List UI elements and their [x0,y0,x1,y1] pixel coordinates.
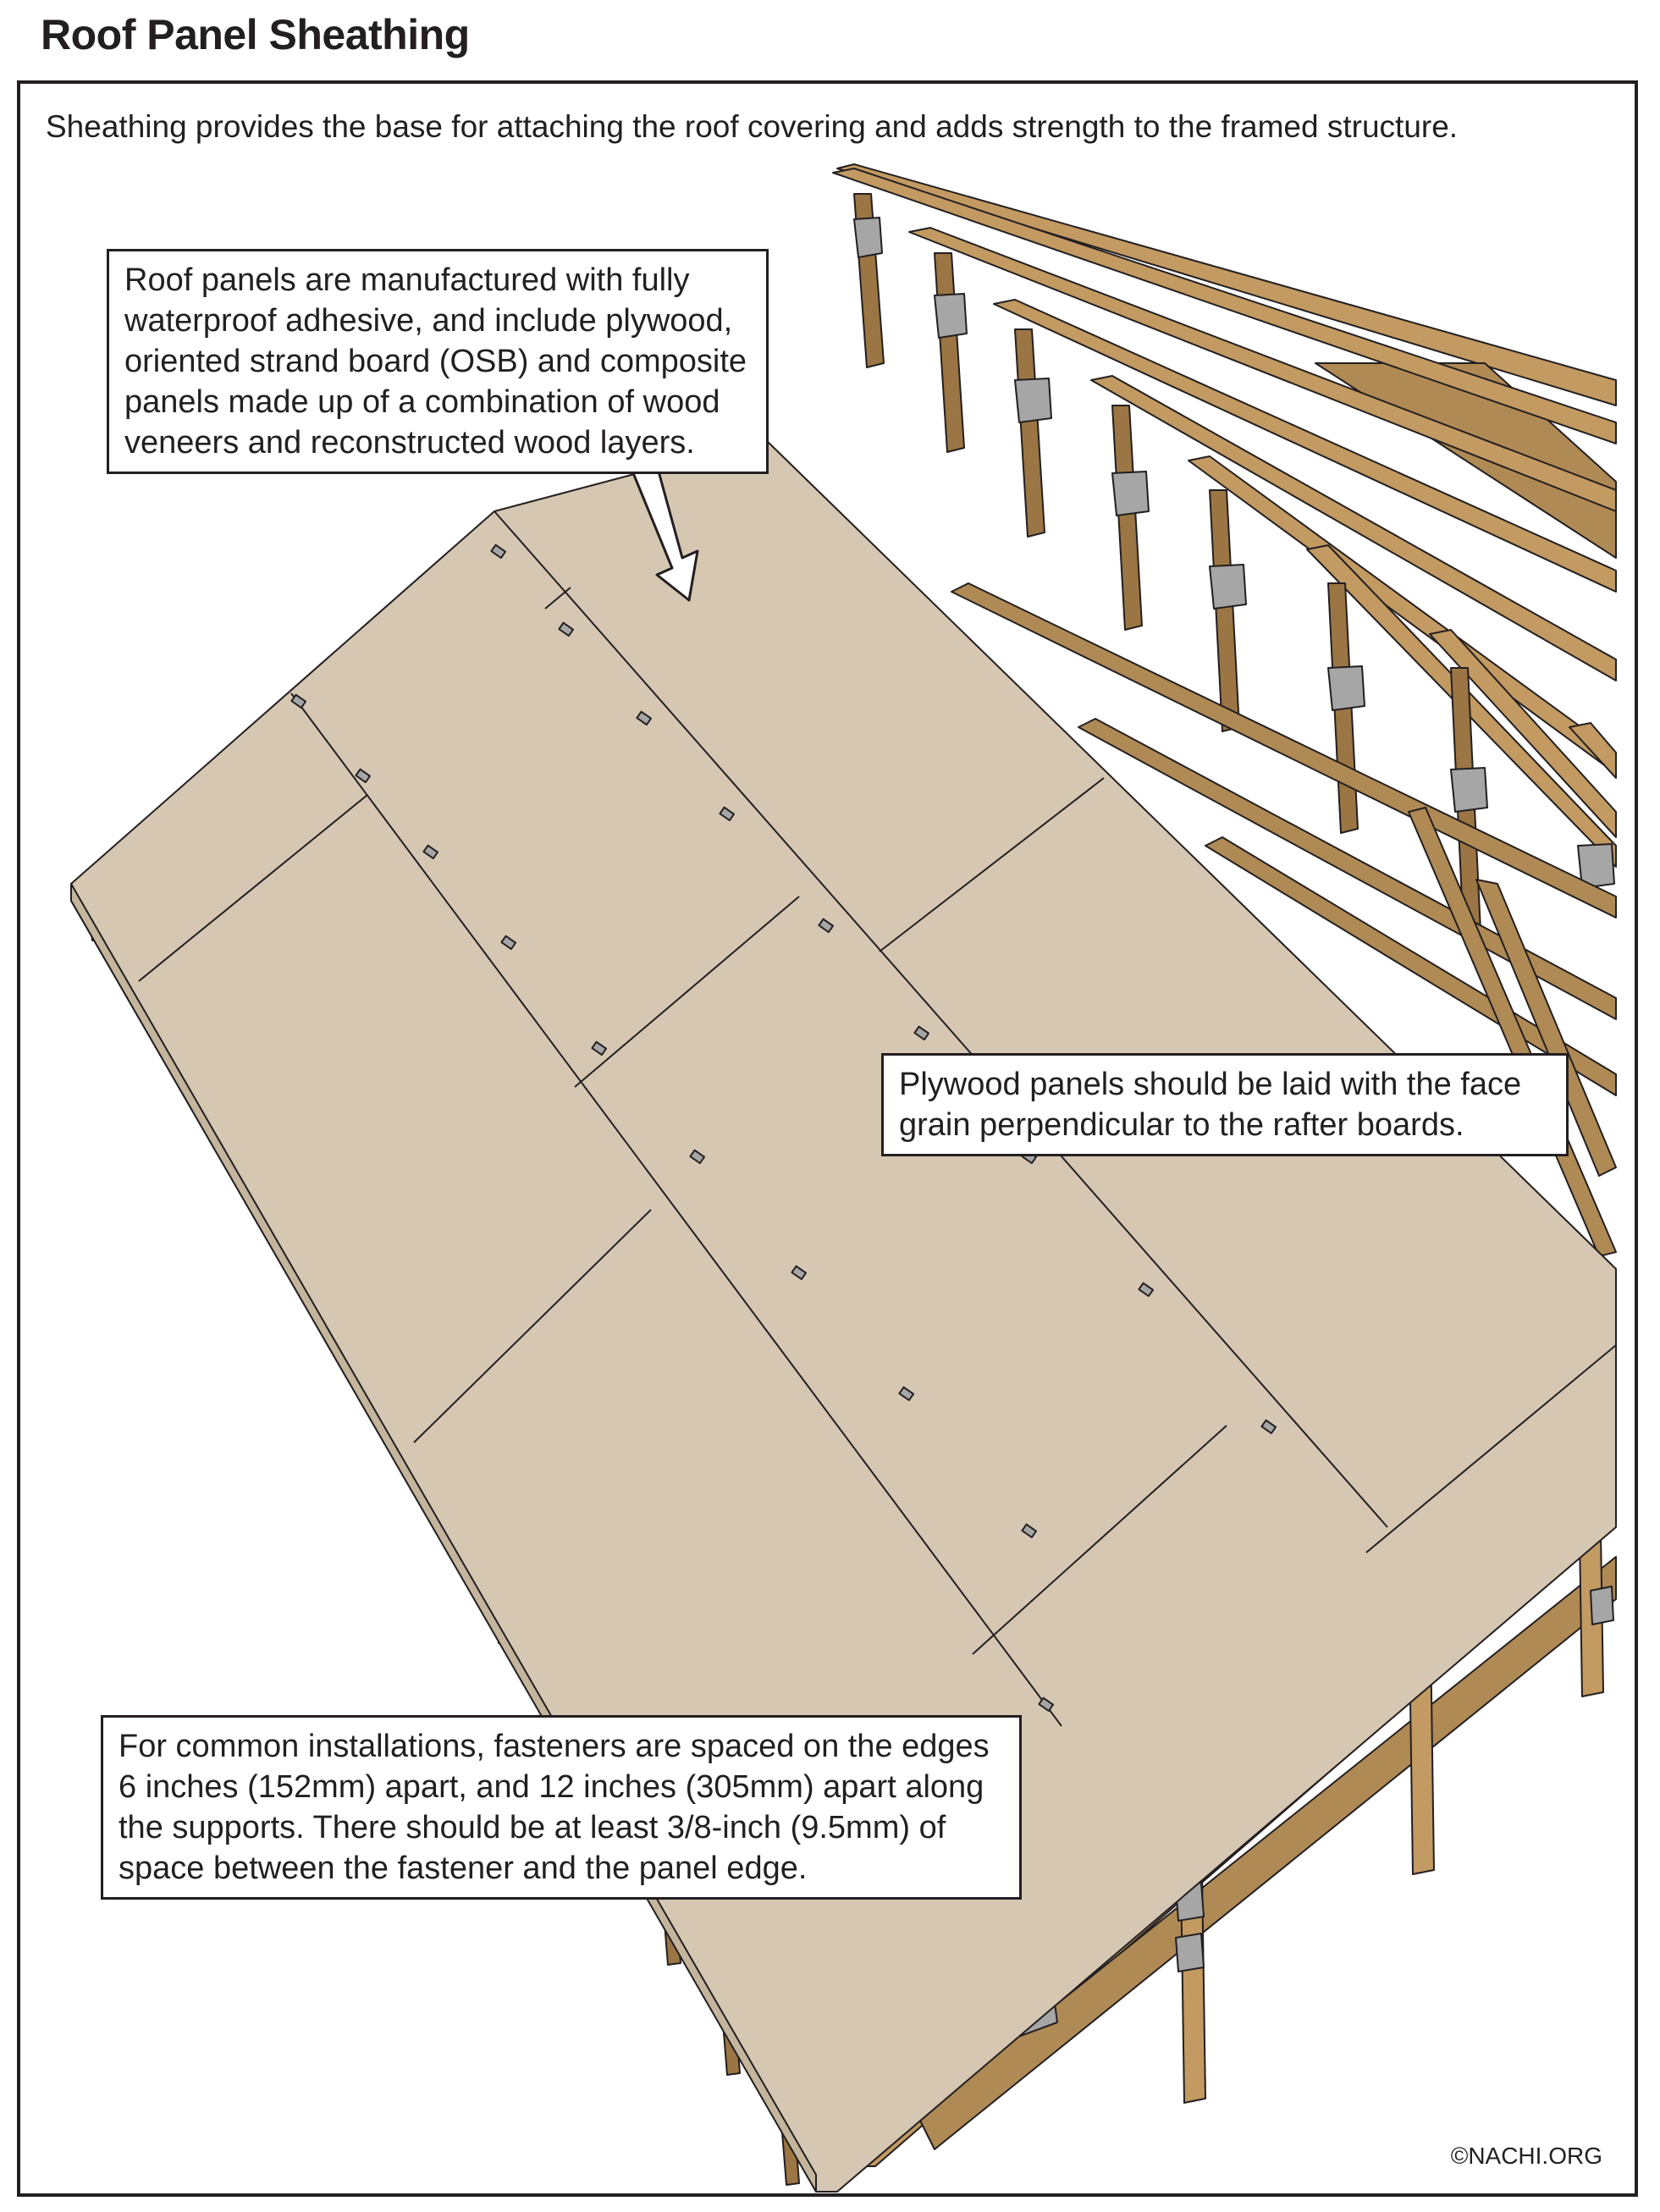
callout-roof-panels: Roof panels are manufactured with fully … [107,249,769,474]
panel-seams [138,510,1617,1727]
subtitle: Sheathing provides the base for attachin… [46,109,1459,144]
page-title: Roof Panel Sheathing [41,11,470,58]
copyright: ©NACHI.ORG [1450,2143,1602,2169]
trusses [832,168,1617,935]
callout-plywood-orientation: Plywood panels should be laid with the f… [881,1053,1569,1156]
truss-webs [951,582,1617,1257]
truss [993,299,1617,593]
truss [908,227,1617,512]
fasteners [290,543,1277,1713]
truss [1569,722,1617,889]
truss [1090,375,1617,681]
illustration-frame: Sheathing provides the base for attachin… [17,80,1638,2197]
truss [832,168,1617,444]
callout-fastener-spacing: For common installations, fasteners are … [101,1715,1022,1900]
ridge-board [836,163,1617,406]
